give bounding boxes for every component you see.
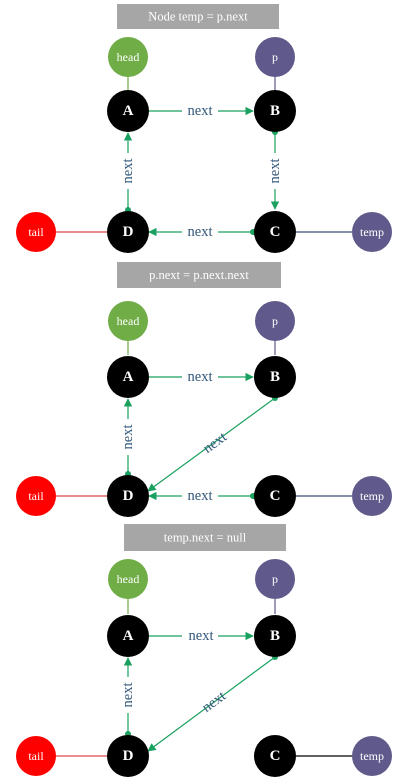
svg-text:p: p	[272, 50, 278, 64]
svg-text:B: B	[270, 369, 280, 385]
svg-text:A: A	[123, 369, 134, 385]
svg-text:tail: tail	[28, 749, 44, 763]
edge-label: next	[188, 369, 213, 385]
svg-text:C: C	[270, 748, 281, 764]
svg-text:B: B	[270, 628, 280, 644]
edge-label: next	[188, 103, 213, 119]
edge-label: next	[120, 425, 136, 450]
tag-head: head	[108, 559, 148, 599]
tag-temp: temp	[352, 476, 392, 516]
edge-d-a: next	[120, 398, 136, 477]
edge-a-b: next	[149, 103, 254, 119]
tag-temp: temp	[352, 212, 392, 252]
panel-1-title-box	[117, 4, 279, 29]
node-a: A	[107, 356, 149, 398]
svg-text:head: head	[117, 572, 140, 586]
panel-3: temp.next = null next next next A B	[16, 524, 392, 777]
edge-d-a: next	[120, 657, 136, 737]
svg-text:D: D	[123, 488, 134, 504]
node-a: A	[107, 615, 149, 657]
edge-a-b: next	[149, 628, 254, 644]
panel-1: Node temp = p.next next next next	[16, 4, 392, 253]
tag-p: p	[255, 301, 295, 341]
edge-c-d: next	[148, 224, 256, 240]
panel-2-title: p.next = p.next.next	[149, 268, 249, 282]
panel-3-title-box	[124, 524, 286, 551]
node-c: C	[254, 211, 296, 253]
edge-label: next	[188, 224, 213, 240]
tag-temp: temp	[352, 736, 392, 776]
svg-text:C: C	[270, 488, 281, 504]
edge-c-d: next	[148, 488, 256, 504]
svg-text:A: A	[123, 628, 134, 644]
node-b: B	[254, 356, 296, 398]
edge-d-a: next	[120, 132, 136, 213]
edge-b-d: next	[147, 654, 278, 752]
svg-text:p: p	[272, 314, 278, 328]
node-b: B	[254, 615, 296, 657]
panel-1-title: Node temp = p.next	[148, 10, 248, 24]
panel-2-title-box	[117, 262, 281, 288]
node-d: D	[107, 211, 149, 253]
svg-text:head: head	[117, 314, 140, 328]
svg-text:A: A	[123, 103, 134, 119]
edge-label: next	[188, 488, 213, 504]
node-a: A	[107, 90, 149, 132]
node-d: D	[107, 735, 149, 777]
tag-p: p	[255, 37, 295, 77]
svg-text:B: B	[270, 103, 280, 119]
edge-label: next	[199, 688, 229, 716]
node-c: C	[254, 475, 296, 517]
svg-text:temp: temp	[360, 225, 384, 239]
node-b: B	[254, 90, 296, 132]
tag-head: head	[108, 301, 148, 341]
panel-3-title: temp.next = null	[164, 531, 247, 545]
tag-head: head	[108, 37, 148, 77]
svg-text:temp: temp	[360, 749, 384, 763]
edge-b-c: next	[267, 129, 283, 210]
tag-p: p	[255, 559, 295, 599]
edge-a-b: next	[149, 369, 254, 385]
edge-label: next	[267, 159, 283, 184]
edge-label: next	[120, 159, 136, 184]
node-c: C	[254, 735, 296, 777]
edge-label: next	[200, 429, 230, 457]
svg-text:tail: tail	[28, 225, 44, 239]
edge-label: next	[189, 628, 214, 644]
edge-label: next	[120, 683, 136, 708]
svg-text:p: p	[272, 572, 278, 586]
node-d: D	[107, 475, 149, 517]
panel-2: p.next = p.next.next next next next next	[16, 262, 392, 517]
tag-tail: tail	[16, 736, 56, 776]
svg-text:temp: temp	[360, 489, 384, 503]
svg-text:tail: tail	[28, 489, 44, 503]
svg-text:head: head	[117, 50, 140, 64]
tag-tail: tail	[16, 212, 56, 252]
svg-text:C: C	[270, 224, 281, 240]
svg-text:D: D	[123, 224, 134, 240]
tag-tail: tail	[16, 476, 56, 516]
svg-text:D: D	[123, 748, 134, 764]
edge-b-d: next	[147, 395, 278, 492]
